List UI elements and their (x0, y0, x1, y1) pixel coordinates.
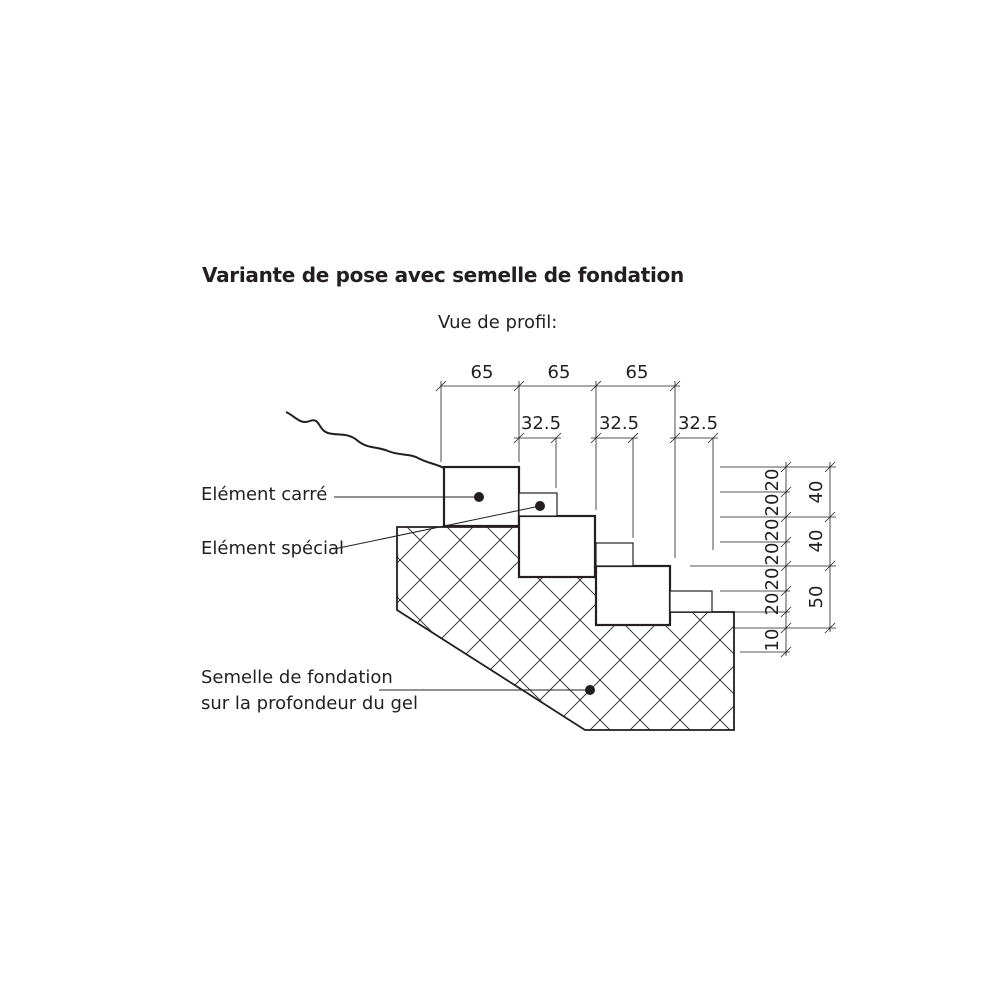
leader-dot-special (535, 501, 545, 511)
dim-inner-3: 20 (762, 519, 783, 542)
special-element-3 (669, 590, 713, 613)
dim-outer-3: 50 (806, 586, 827, 609)
terrain-line (285, 411, 445, 469)
square-block-3 (594, 564, 672, 627)
dim-offset-3: 32.5 (678, 413, 718, 434)
leader-dot-footing (585, 685, 595, 695)
label-square-element: Elément carré (201, 484, 328, 505)
special-element-2 (595, 542, 634, 567)
view-subtitle: Vue de profil: (438, 312, 558, 333)
dim-inner-7: 10 (762, 629, 783, 652)
leader-lines (333, 492, 595, 695)
dim-inner-1: 20 (762, 469, 783, 492)
dim-width-3: 65 (626, 362, 649, 383)
leader-dot-square (474, 492, 484, 502)
dim-offset-2: 32.5 (599, 413, 639, 434)
label-foundation-line2: sur la profondeur du gel (201, 693, 418, 714)
page-title: Variante de pose avec semelle de fondati… (202, 263, 684, 287)
top-dimensions (435, 380, 719, 558)
dim-width-2: 65 (548, 362, 571, 383)
dim-inner-2: 20 (762, 494, 783, 517)
right-dimensions (690, 461, 836, 658)
dim-offset-1: 32.5 (521, 413, 561, 434)
dim-width-1: 65 (471, 362, 494, 383)
dim-outer-2: 40 (806, 530, 827, 553)
dim-inner-6: 20 (762, 593, 783, 616)
dim-inner-5: 20 (762, 568, 783, 591)
label-special-element: Elément spécial (201, 538, 345, 559)
label-foundation-line1: Semelle de fondation (201, 667, 393, 688)
square-block-2 (517, 514, 597, 579)
dim-inner-4: 20 (762, 543, 783, 566)
dim-outer-1: 40 (806, 481, 827, 504)
